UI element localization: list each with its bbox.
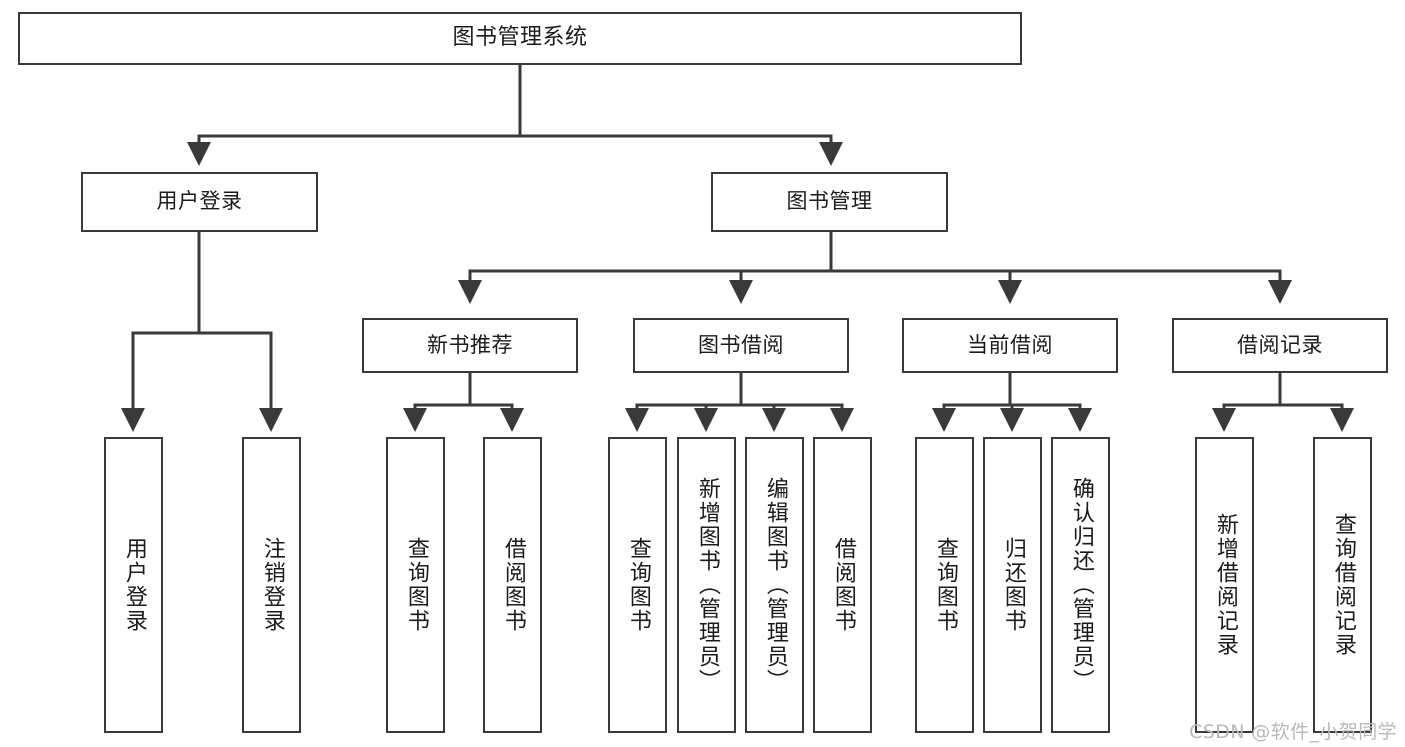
node-leaf-edit-book-admin[interactable]: 编辑图书（管理员）	[745, 437, 804, 733]
node-root[interactable]: 图书管理系统	[18, 12, 1022, 65]
node-user-login[interactable]: 用户登录	[81, 172, 318, 232]
node-book-borrow[interactable]: 图书借阅	[633, 318, 849, 373]
node-leaf-query-book-borrow-label: 查询图书	[625, 537, 651, 633]
node-leaf-confirm-return-admin[interactable]: 确认归还（管理员）	[1051, 437, 1110, 733]
node-current-borrow[interactable]: 当前借阅	[902, 318, 1118, 373]
node-book-manage-label: 图书管理	[786, 189, 873, 214]
node-user-login-label: 用户登录	[156, 189, 243, 214]
node-leaf-query-book-current[interactable]: 查询图书	[915, 437, 974, 733]
node-leaf-logout-login-label: 注销登录	[259, 537, 285, 633]
node-leaf-borrow-book-rec[interactable]: 借阅图书	[483, 437, 542, 733]
node-root-label: 图书管理系统	[452, 25, 588, 51]
node-leaf-query-book-current-label: 查询图书	[932, 537, 958, 633]
node-leaf-add-book-admin-label: 新增图书（管理员）	[694, 477, 720, 693]
node-leaf-query-book-rec[interactable]: 查询图书	[386, 437, 445, 733]
node-leaf-confirm-return-admin-label: 确认归还（管理员）	[1068, 477, 1094, 693]
node-leaf-edit-book-admin-label: 编辑图书（管理员）	[762, 477, 788, 693]
node-borrow-record-label: 借阅记录	[1237, 332, 1323, 357]
node-leaf-query-book-borrow[interactable]: 查询图书	[608, 437, 667, 733]
node-leaf-borrow-book-label: 借阅图书	[830, 537, 856, 633]
node-leaf-add-borrow-record-label: 新增借阅记录	[1212, 513, 1238, 657]
node-leaf-return-book-label: 归还图书	[1000, 537, 1026, 633]
node-new-book-recommend[interactable]: 新书推荐	[362, 318, 578, 373]
node-leaf-add-book-admin[interactable]: 新增图书（管理员）	[677, 437, 736, 733]
node-leaf-borrow-book[interactable]: 借阅图书	[813, 437, 872, 733]
node-leaf-query-borrow-record-label: 查询借阅记录	[1330, 513, 1356, 657]
node-current-borrow-label: 当前借阅	[967, 332, 1053, 357]
node-leaf-add-borrow-record[interactable]: 新增借阅记录	[1195, 437, 1254, 733]
node-new-book-recommend-label: 新书推荐	[427, 332, 513, 357]
node-borrow-record[interactable]: 借阅记录	[1172, 318, 1388, 373]
node-leaf-query-book-rec-label: 查询图书	[403, 537, 429, 633]
node-leaf-logout-login[interactable]: 注销登录	[242, 437, 301, 733]
node-leaf-user-login[interactable]: 用户登录	[104, 437, 163, 733]
node-leaf-user-login-label: 用户登录	[121, 537, 147, 633]
node-leaf-query-borrow-record[interactable]: 查询借阅记录	[1313, 437, 1372, 733]
node-book-borrow-label: 图书借阅	[698, 332, 784, 357]
node-leaf-return-book[interactable]: 归还图书	[983, 437, 1042, 733]
node-book-manage[interactable]: 图书管理	[711, 172, 948, 232]
node-leaf-borrow-book-rec-label: 借阅图书	[500, 537, 526, 633]
